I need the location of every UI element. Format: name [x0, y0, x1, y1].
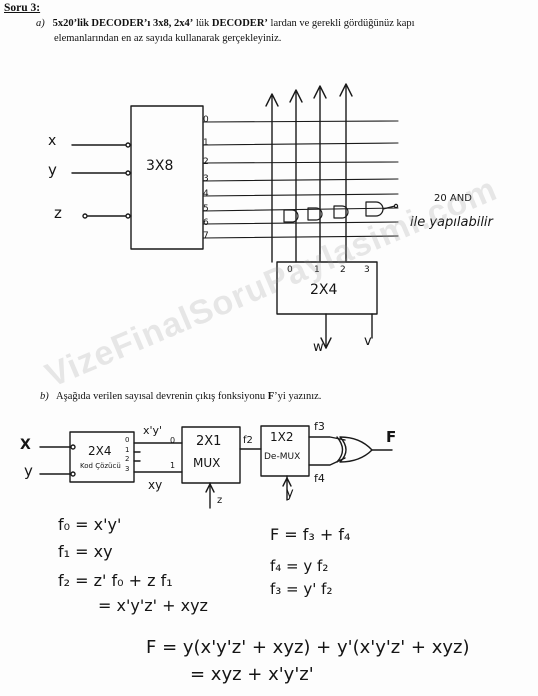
- b-demux-1x2-box: [260, 425, 310, 477]
- b-demux-label2: De-MUX: [264, 452, 301, 462]
- b-sig-z: z: [217, 495, 223, 506]
- decoder-2x4-box: [276, 261, 378, 315]
- part-a-bold3: DECODER’: [211, 18, 268, 29]
- part-b-label: b): [40, 391, 49, 402]
- b-input-y-label: y: [24, 462, 33, 480]
- b-f3-label: f3: [314, 420, 325, 433]
- b-output-F-label: F: [386, 428, 397, 446]
- b-demux-sel: y: [286, 486, 294, 501]
- part-a-bold1: 5x20’lik DECODER’ı: [52, 18, 151, 29]
- eq-F-simplified: = xyz + x'y'z': [190, 664, 314, 685]
- decoder-2x4-label: 2X4: [310, 282, 338, 298]
- dec24-out-0: 0: [287, 265, 293, 275]
- part-a-text1: lük: [195, 18, 210, 29]
- b-mux-label1: 2X1: [196, 434, 222, 449]
- input-v-label: v: [364, 334, 372, 349]
- part-a-prompt-line1: a) 5x20’lik DECODER’ı 3x8, 2x4’ lük DECO…: [36, 18, 415, 29]
- dec38-out-6: 6: [203, 218, 209, 228]
- decoder-3x8-label: 3X8: [146, 158, 174, 174]
- eq-f2: f₂ = z' f₀ + z f₁: [58, 571, 173, 590]
- b-or-gate: [339, 436, 373, 463]
- vertical-wires: [265, 83, 353, 263]
- b-dec-out-1: 1: [125, 446, 130, 454]
- b-mux-in1: 1: [170, 461, 176, 470]
- input-z-label: z: [54, 204, 62, 222]
- dec38-out-4: 4: [203, 189, 209, 199]
- dec38-out-2: 2: [203, 157, 209, 167]
- dec38-out-7: 7: [203, 231, 209, 241]
- input-x-label: x: [48, 133, 57, 149]
- dec38-out-5: 5: [203, 204, 209, 214]
- part-b-text1: Aşağıda verilen sayısal devrenin çıkış f…: [56, 391, 266, 402]
- eq-f0: f₀ = x'y': [58, 515, 122, 534]
- decoder-3x8-box: [130, 105, 204, 250]
- dec38-out-1: 1: [203, 138, 209, 148]
- dec24-out-2: 2: [340, 265, 346, 275]
- b-decoder-2x4-box: [69, 431, 135, 483]
- part-a-text2: lardan ve gerekli gördüğünüz kapı: [270, 18, 415, 29]
- b-sig-xy: xy: [148, 478, 163, 492]
- note-line1: 20 AND: [434, 193, 472, 204]
- b-dec-out-3: 3: [125, 465, 130, 473]
- part-b-bold: F: [267, 391, 275, 402]
- dec38-out-0: 0: [203, 115, 209, 125]
- b-input-x-label: X: [20, 437, 31, 453]
- eq-F-full: F = y(x'y'z' + xyz) + y'(x'y'z' + xyz): [146, 637, 470, 658]
- and-gates: [283, 201, 399, 223]
- b-decoder-label: 2X4: [88, 444, 112, 458]
- b-dec-out-0: 0: [125, 436, 130, 444]
- part-a-bold2: 3x8, 2x4’: [152, 18, 194, 29]
- b-mux-in0: 0: [170, 436, 176, 445]
- b-f2-label: f2: [243, 435, 253, 446]
- input-w-label: w: [313, 340, 324, 355]
- b-sig-xy-prime: x'y': [143, 424, 163, 437]
- note-line2: ile yapılabilir: [410, 215, 493, 230]
- b-mux-label2: MUX: [193, 456, 221, 470]
- eq-F-sum: F = f₃ + f₄: [270, 525, 351, 544]
- part-b-text2: ’yi yazınız.: [274, 391, 322, 402]
- dec24-out-3: 3: [364, 265, 370, 275]
- b-demux-label1: 1X2: [270, 430, 294, 444]
- b-f3-wire: [308, 436, 346, 441]
- eq-f1: f₁ = xy: [58, 542, 113, 561]
- b-f4-wire: [308, 457, 346, 466]
- question-title: Soru 3:: [4, 2, 41, 14]
- input-y-label: y: [48, 161, 57, 179]
- b-mux-2x1-box: [181, 426, 241, 484]
- dec24-out-1: 1: [314, 265, 320, 275]
- dec38-out-3: 3: [203, 174, 209, 184]
- eq-f4: f₄ = y f₂: [270, 557, 329, 575]
- b-decoder-sub: Kod Çözücü: [80, 462, 121, 470]
- eq-f2-expanded: = x'y'z' + xyz: [98, 596, 208, 615]
- eq-f3: f₃ = y' f₂: [270, 580, 333, 598]
- b-dec-out-2: 2: [125, 455, 130, 463]
- part-b-prompt: b) Aşağıda verilen sayısal devrenin çıkı…: [40, 391, 321, 402]
- part-a-label: a): [36, 18, 45, 29]
- part-a-prompt-line2: elemanlarından en az sayıda kullanarak g…: [54, 33, 282, 44]
- b-f4-label: f4: [314, 472, 325, 485]
